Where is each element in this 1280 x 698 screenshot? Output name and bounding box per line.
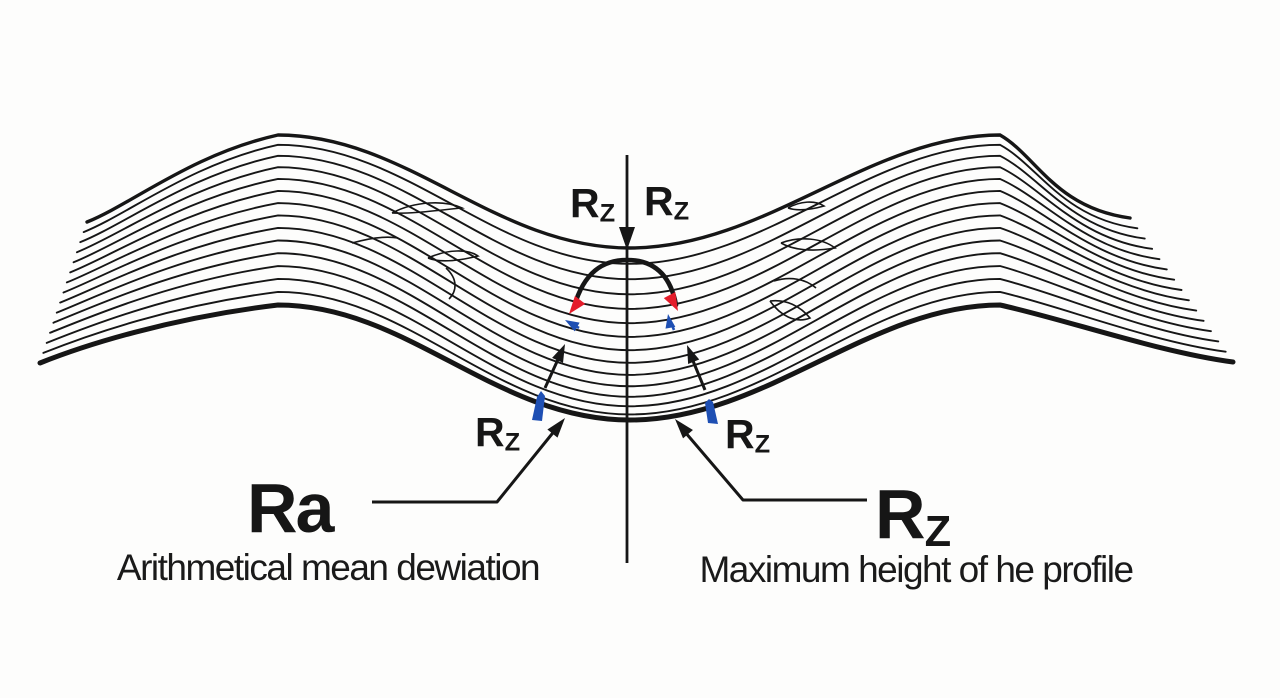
- texture-marks: [351, 201, 837, 321]
- texture-squiggle: [391, 202, 466, 214]
- red-tip-right-icon: [663, 292, 678, 311]
- rz-arrow-icon: [675, 419, 693, 439]
- contour-line: [55, 239, 1198, 376]
- rz-label-valley-left: RZ: [475, 412, 520, 456]
- rz-base: R: [644, 178, 674, 224]
- rz-label-top-left: RZ: [570, 183, 615, 227]
- peak-bump: [565, 257, 679, 332]
- red-tip-left-icon: [569, 295, 586, 314]
- contour-line: [82, 143, 1139, 265]
- rz-base: R: [725, 411, 755, 457]
- up-left-arrow-icon: [687, 345, 700, 364]
- rz-subscript: Z: [673, 197, 690, 226]
- ra-leader: [372, 418, 565, 504]
- rz-label-top-right: RZ: [644, 181, 689, 225]
- rz-subscript: Z: [504, 428, 521, 457]
- ra-leader-line: [372, 423, 562, 504]
- valley-arrows: [543, 344, 707, 391]
- contour-line: [59, 226, 1190, 364]
- blue-tip-left-icon: [565, 320, 580, 332]
- contour-line: [45, 277, 1220, 408]
- blue-flag-left-icon: [532, 391, 545, 421]
- texture-squiggle: [769, 299, 812, 321]
- rz-subscript: Z: [924, 507, 951, 556]
- center-depth-line: [619, 155, 635, 563]
- profile-top-line: [85, 133, 1132, 250]
- rz-title: RZ: [875, 479, 951, 556]
- rz-subtitle: Maximum height of he profile: [699, 549, 1134, 590]
- texture-squiggle: [780, 238, 837, 251]
- ra-title: Ra: [247, 469, 334, 547]
- blue-flag-right-icon: [705, 399, 718, 424]
- rz-subscript: Z: [599, 199, 616, 228]
- contour-line: [49, 265, 1212, 398]
- texture-squiggle: [773, 277, 817, 289]
- contour-line: [69, 189, 1168, 325]
- rz-leader-line: [677, 424, 867, 502]
- rz-leader: [675, 419, 867, 502]
- contour-line: [75, 166, 1154, 296]
- rz-base: R: [875, 475, 926, 553]
- rz-subscript: Z: [754, 430, 771, 459]
- arrow-shaft: [543, 354, 562, 389]
- contour-line: [79, 154, 1146, 281]
- rz-base: R: [570, 180, 600, 226]
- rz-base: R: [475, 409, 505, 455]
- profile-bottom-line: [37, 302, 1236, 423]
- contour-line: [62, 214, 1183, 352]
- ra-arrow-icon: [547, 418, 565, 438]
- profile-point-markers: [532, 391, 718, 424]
- contour-lines: [37, 133, 1236, 423]
- texture-squiggle: [445, 267, 456, 300]
- texture-squiggle: [351, 236, 399, 244]
- contour-line: [52, 252, 1205, 388]
- down-arrow-icon: [619, 227, 635, 250]
- rz-label-valley-right: RZ: [725, 414, 770, 458]
- contour-line: [72, 177, 1161, 310]
- ra-subtitle: Arithmetical mean dewiation: [116, 547, 541, 588]
- texture-squiggle: [787, 201, 826, 211]
- contour-line: [65, 202, 1176, 338]
- bump-curve: [571, 257, 679, 310]
- up-right-arrow-icon: [552, 344, 565, 363]
- blue-tip-right-icon: [665, 314, 676, 329]
- texture-squiggle: [427, 250, 480, 262]
- contour-line: [42, 290, 1227, 416]
